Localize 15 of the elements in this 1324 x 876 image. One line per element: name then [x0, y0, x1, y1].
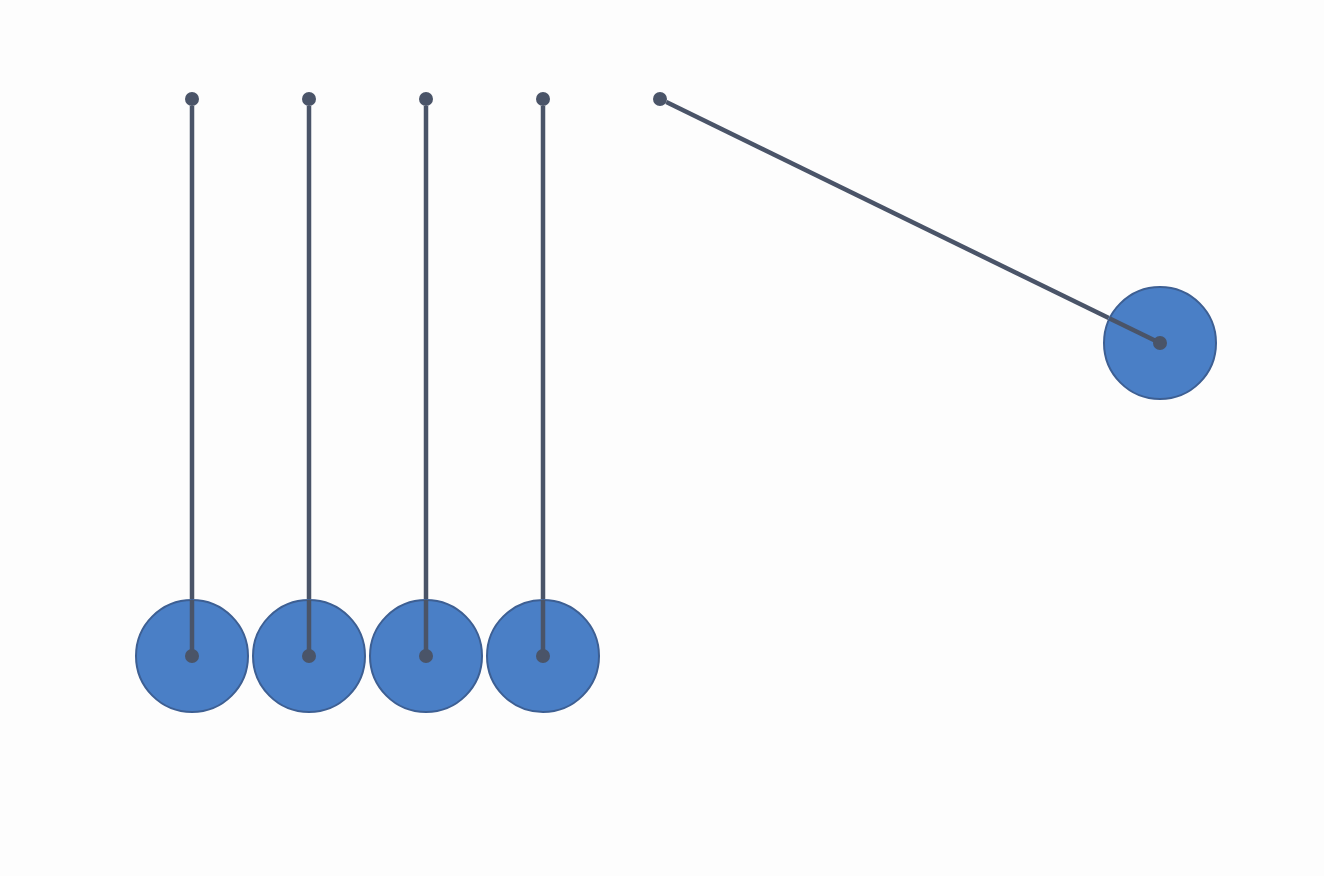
pendulum-ball — [135, 599, 249, 713]
pivot-dot — [653, 92, 667, 106]
pendulum-string — [423, 106, 429, 599]
pivot-dot — [302, 92, 316, 106]
pendulum-string — [665, 100, 1110, 321]
pendulum-ball — [486, 599, 600, 713]
pendulum-ball — [252, 599, 366, 713]
pivot-dot — [419, 92, 433, 106]
pivot-dot — [185, 92, 199, 106]
pivot-dot — [536, 92, 550, 106]
pendulum-string — [189, 106, 195, 599]
pendulum-ball — [1103, 286, 1217, 400]
pendulum-string — [306, 106, 312, 599]
pendulum-ball — [369, 599, 483, 713]
pendulum-string — [540, 106, 546, 599]
